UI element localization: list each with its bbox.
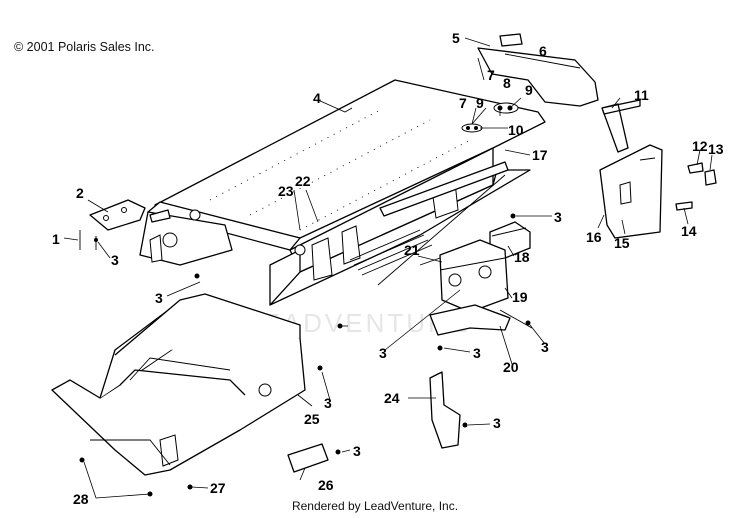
callout-20: 20 bbox=[503, 359, 519, 375]
callout-19: 19 bbox=[512, 289, 528, 305]
callout-10: 10 bbox=[508, 122, 524, 138]
callout-18: 18 bbox=[514, 249, 530, 265]
tunnel-part bbox=[139, 79, 546, 306]
callout-3-plate: 3 bbox=[353, 443, 361, 459]
callout-28: 28 bbox=[73, 491, 89, 507]
fastener-dots bbox=[79, 213, 531, 497]
rear-flap-part bbox=[477, 33, 599, 107]
callout-26: 26 bbox=[318, 477, 334, 493]
callout-17: 17 bbox=[532, 147, 548, 163]
callout-8: 8 bbox=[503, 75, 511, 91]
hardware-group-7-10 bbox=[461, 102, 519, 133]
callout-25: 25 bbox=[304, 411, 320, 427]
callout-11: 11 bbox=[634, 87, 649, 103]
callout-3-block: 3 bbox=[554, 209, 562, 225]
bolt-21 bbox=[419, 257, 441, 266]
callout-7-lower: 7 bbox=[459, 95, 467, 111]
callout-13: 13 bbox=[708, 141, 724, 157]
callout-9-upper: 9 bbox=[525, 82, 533, 98]
callout-6: 6 bbox=[539, 43, 547, 59]
callout-3-lower-bracket: 3 bbox=[493, 415, 501, 431]
callout-12: 12 bbox=[692, 138, 708, 154]
callout-23: 23 bbox=[278, 183, 294, 199]
callout-3-right: 3 bbox=[541, 339, 549, 355]
plate-2 bbox=[79, 199, 171, 250]
callout-3-left: 3 bbox=[111, 252, 119, 268]
leader-lines bbox=[63, 37, 713, 499]
callout-21: 21 bbox=[404, 242, 420, 258]
plate-26 bbox=[287, 443, 329, 473]
rear-panel-part bbox=[599, 144, 663, 239]
callout-3-bracket: 3 bbox=[473, 345, 481, 361]
callout-7-upper: 7 bbox=[487, 67, 495, 83]
callout-5: 5 bbox=[452, 30, 460, 46]
callout-14: 14 bbox=[681, 223, 697, 239]
callout-15: 15 bbox=[614, 235, 630, 251]
copyright-notice: © 2001 Polaris Sales Inc. bbox=[14, 40, 155, 54]
hardware-12-14 bbox=[675, 162, 717, 211]
callout-27: 27 bbox=[210, 480, 226, 496]
callout-1: 1 bbox=[52, 231, 60, 247]
callout-24: 24 bbox=[384, 390, 400, 406]
bulkhead-25 bbox=[51, 293, 306, 476]
render-credit: Rendered by LeadVenture, Inc. bbox=[291, 499, 459, 513]
callout-4: 4 bbox=[313, 90, 321, 106]
callout-3-center: 3 bbox=[379, 345, 387, 361]
callout-16: 16 bbox=[586, 229, 602, 245]
callout-22: 22 bbox=[295, 173, 311, 189]
callout-9-lower: 9 bbox=[476, 95, 484, 111]
housing-19 bbox=[439, 239, 509, 313]
bracket-11 bbox=[601, 99, 641, 153]
rod-17 bbox=[377, 174, 506, 286]
callout-3-bulkhead-top: 3 bbox=[155, 290, 163, 306]
callout-labels: 4 5 6 7 8 9 7 9 10 11 17 12 13 14 15 16 … bbox=[52, 30, 724, 507]
callout-2: 2 bbox=[76, 185, 84, 201]
bracket-24 bbox=[429, 371, 461, 449]
bracket-20 bbox=[429, 304, 533, 336]
callout-3-bulkhead-side: 3 bbox=[324, 395, 332, 411]
